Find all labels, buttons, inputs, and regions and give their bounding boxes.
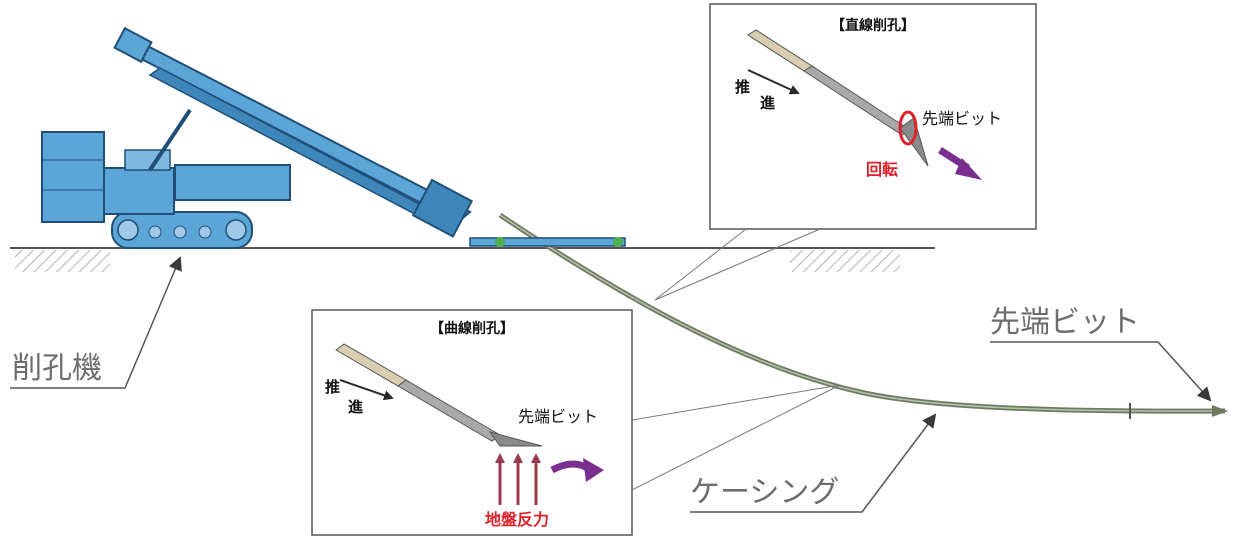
straight-direction-arrowhead: [955, 158, 982, 180]
rotary-head: [411, 178, 474, 238]
ground: [10, 247, 935, 272]
curved-box-title: 【曲線削孔】: [430, 320, 514, 337]
straight-callout-line-1: [654, 228, 747, 301]
curved-push-char-1: 推: [325, 378, 340, 396]
curved-callout-line-1: [631, 384, 841, 421]
curved-drilling-box: 【曲線削孔】 推 進 先端ビット 地盤反力: [311, 309, 841, 536]
boom-base: [174, 164, 291, 201]
bit-main-callout-arrow: [990, 341, 1212, 402]
straight-rotation-label: 回転: [866, 160, 898, 179]
drill-bit-tip: [1212, 405, 1228, 417]
bit-main-label: 先端ビット: [990, 305, 1140, 340]
casing-highlight: [499, 214, 1226, 412]
ground-hatch-right: [790, 250, 900, 272]
straight-bit: [899, 117, 929, 167]
straight-bit-label: 先端ビット: [922, 109, 1002, 128]
curved-push-char-2: 進: [348, 398, 364, 416]
curved-bit-label: 先端ビット: [518, 407, 598, 426]
straight-push-char-2: 進: [760, 94, 776, 112]
straight-callout-line-2: [654, 228, 821, 301]
curved-direction-arrowhead: [583, 458, 604, 482]
straight-drilling-box: 【直線削孔】 推 進 先端ビット 回転: [654, 3, 1037, 301]
body-unit: [103, 167, 175, 215]
curved-reaction-label: 地盤反力: [485, 510, 549, 529]
label-machine: 削孔機: [10, 256, 182, 389]
drilling-machine: [41, 26, 626, 249]
curved-push-arrow: [339, 379, 394, 401]
casing-label: ケーシング: [690, 475, 839, 510]
label-bit-main: 先端ビット: [990, 305, 1212, 402]
clamp-plate: [469, 237, 626, 247]
machine-label: 削孔機: [12, 351, 102, 386]
ground-hatch-left: [15, 250, 110, 272]
rotation-ring: [898, 110, 918, 146]
casing-callout-arrow: [690, 413, 937, 513]
straight-push-char-1: 推: [735, 78, 750, 96]
straight-push-arrow: [747, 69, 800, 95]
engine-unit: [41, 131, 105, 223]
machine-callout-arrow: [10, 256, 182, 389]
curved-bit: [488, 431, 543, 447]
label-casing: ケーシング: [690, 413, 937, 513]
curved-callout-line-2: [631, 384, 841, 491]
straight-box-title: 【直線削孔】: [831, 17, 915, 34]
